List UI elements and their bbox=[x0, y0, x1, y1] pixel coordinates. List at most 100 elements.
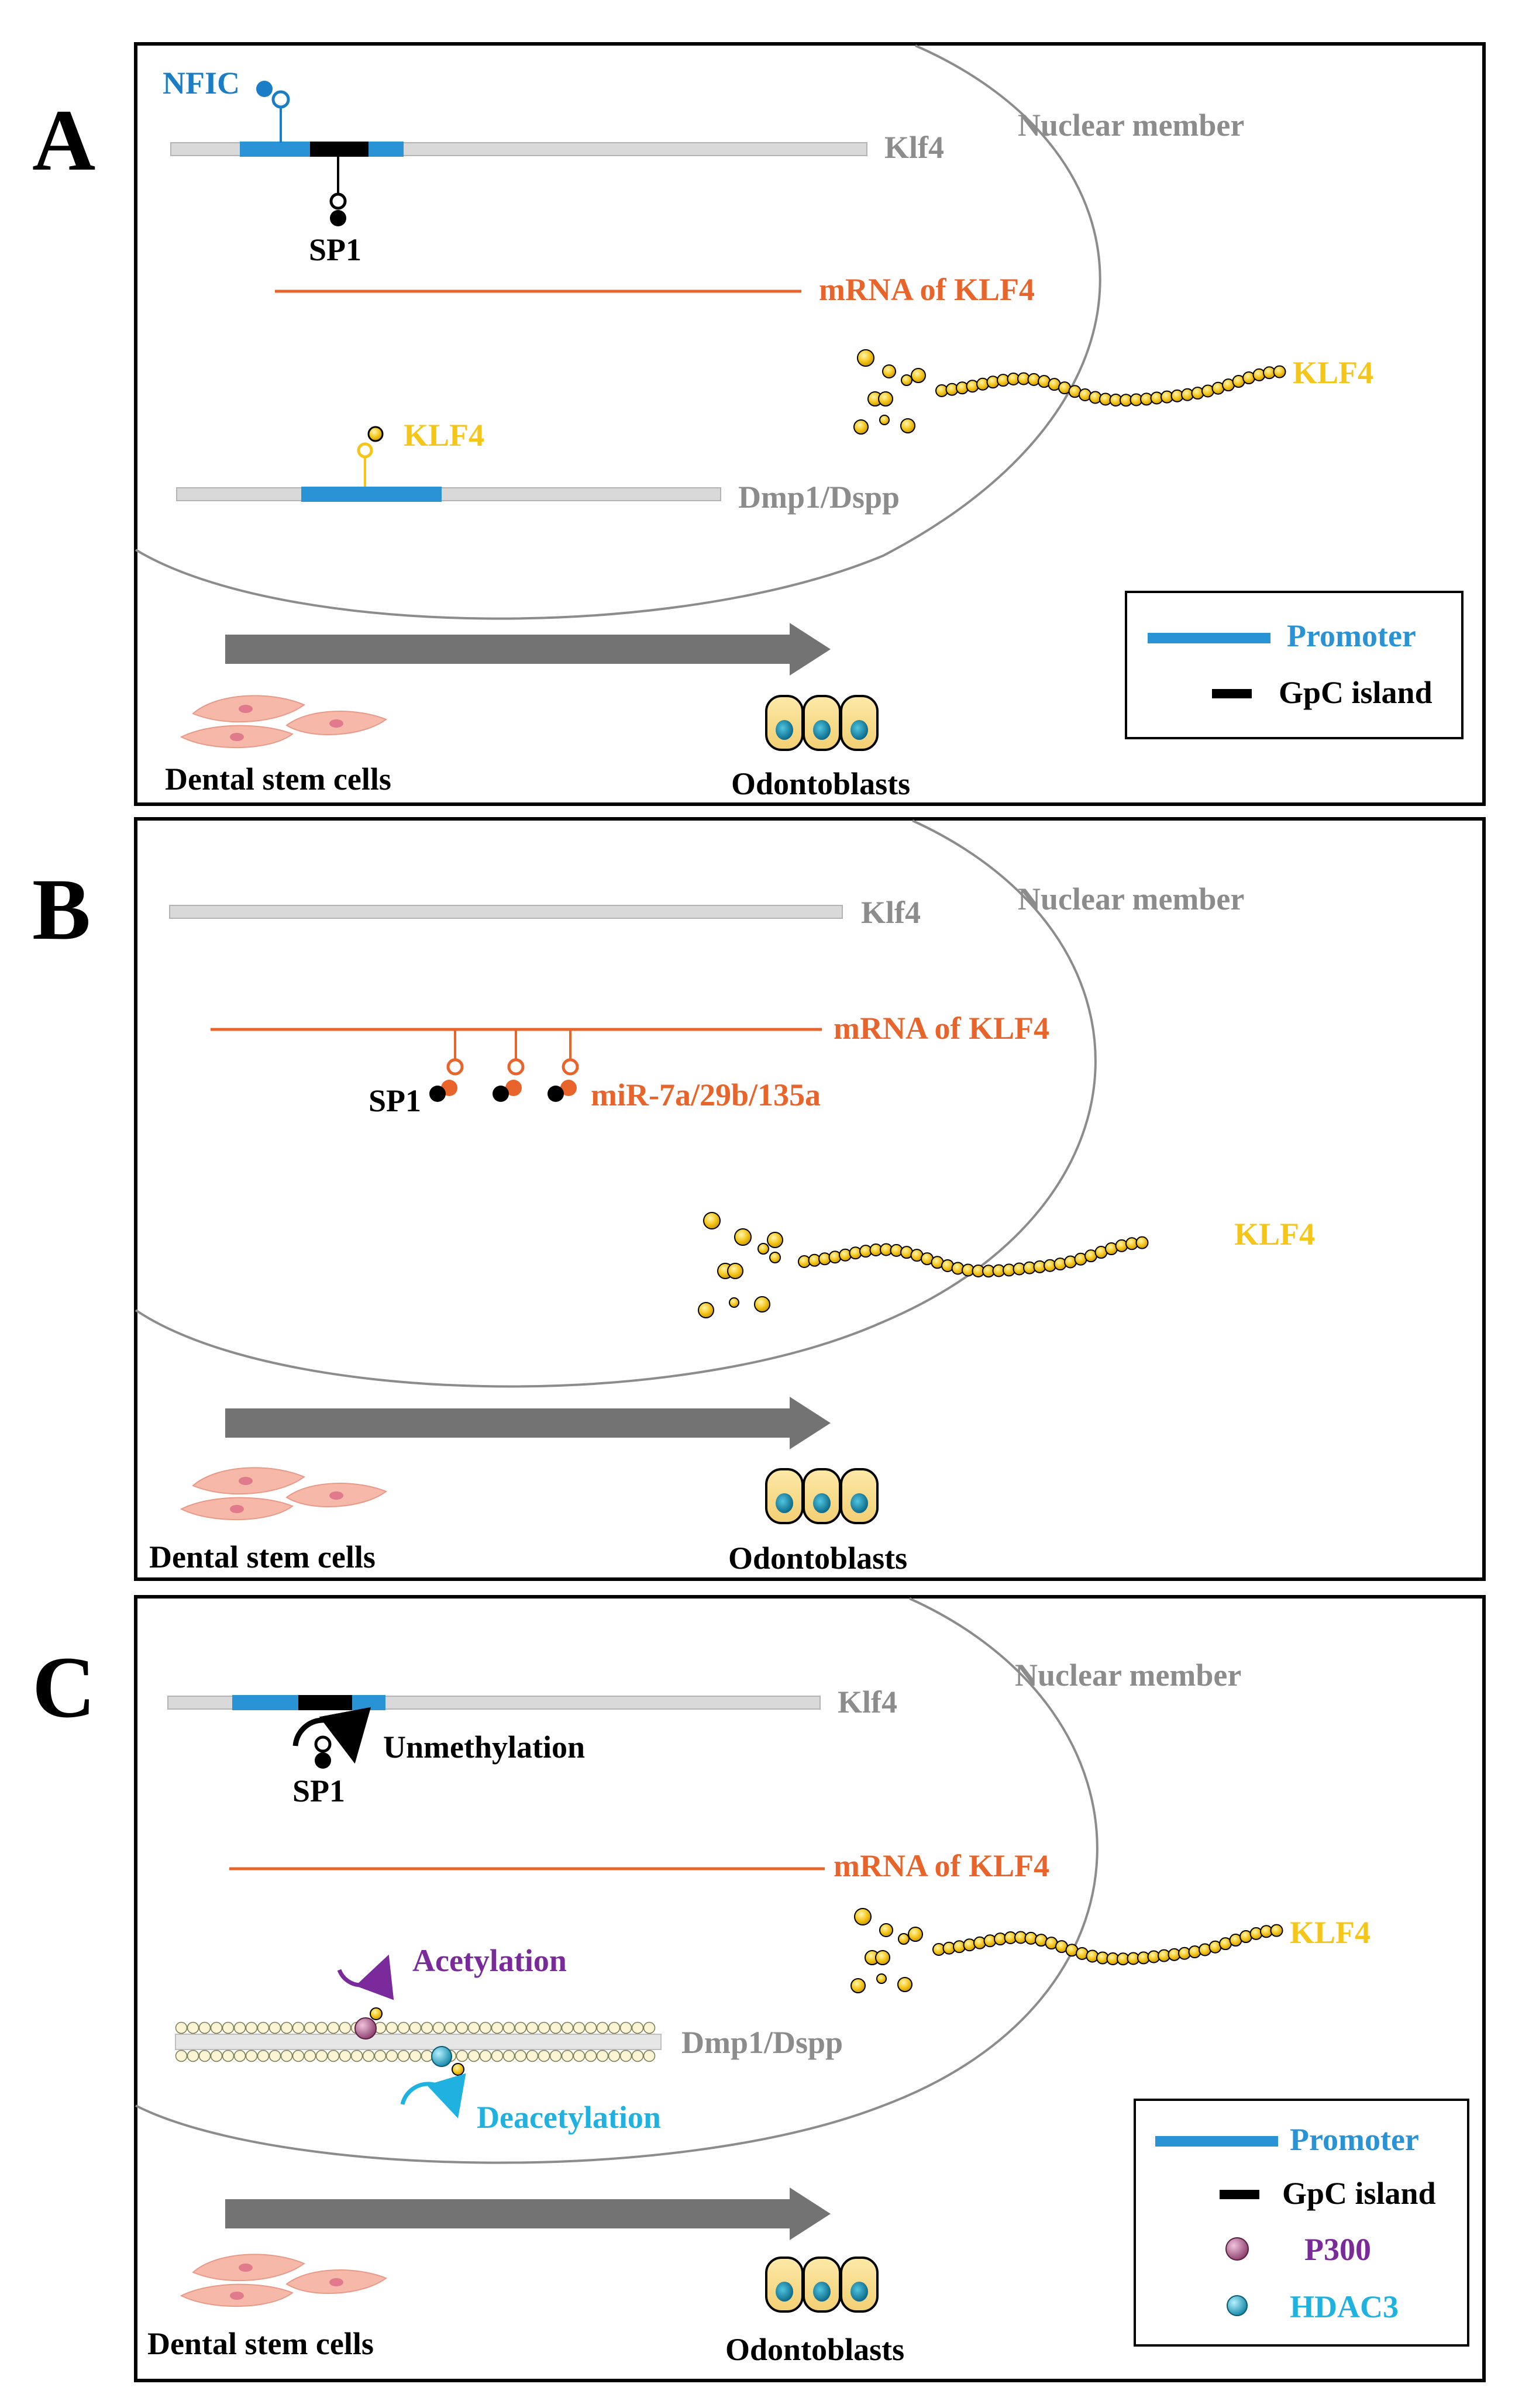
sp1-icon-b2 bbox=[493, 1086, 509, 1102]
bilayer-bead bbox=[198, 2021, 211, 2034]
bilayer-top-row bbox=[175, 2021, 656, 2034]
legend-promoter-label-c: Promoter bbox=[1290, 2122, 1419, 2157]
odontoblasts-label-b: Odontoblasts bbox=[728, 1541, 907, 1576]
nuclear-membrane-b bbox=[135, 819, 1097, 1388]
klf4-gene-label-c: Klf4 bbox=[838, 1684, 897, 1720]
nuclear-membrane-a bbox=[135, 44, 1101, 620]
bilayer-bead bbox=[573, 2021, 586, 2034]
bilayer-bead bbox=[549, 2049, 562, 2062]
bilayer-bead bbox=[584, 2049, 597, 2062]
bilayer-bead bbox=[619, 2049, 632, 2062]
dmp1-promoter-a bbox=[301, 487, 442, 502]
klf4-gene-label-b: Klf4 bbox=[861, 895, 921, 930]
amino-acid-bead bbox=[1252, 368, 1266, 381]
bilayer-bead bbox=[327, 2049, 340, 2062]
klf4-gene-bar-b bbox=[169, 905, 843, 919]
mirna-icon-2 bbox=[505, 1080, 522, 1096]
mirna-icon-3 bbox=[560, 1080, 577, 1096]
bilayer-bead bbox=[573, 2049, 586, 2062]
legend-gpc-swatch-a bbox=[1212, 689, 1252, 698]
sp1-binding-site-c bbox=[314, 1735, 332, 1753]
legend-hdac3-swatch bbox=[1227, 2295, 1248, 2316]
dmp1-gene-label-c: Dmp1/Dspp bbox=[681, 2025, 843, 2060]
bilayer-bead bbox=[233, 2049, 246, 2062]
bilayer-bead bbox=[257, 2049, 270, 2062]
amino-acid-bead bbox=[839, 1248, 852, 1262]
klf4-protein-c bbox=[850, 1908, 1283, 1993]
klf4-protein-label-c: KLF4 bbox=[1290, 1915, 1371, 1950]
bilayer-bead bbox=[292, 2049, 305, 2062]
klf4-peptide-chain-c bbox=[932, 1924, 1283, 1966]
odontoblasts-label-c: Odontoblasts bbox=[725, 2332, 904, 2367]
sp1-protein-icon-a bbox=[330, 210, 346, 226]
amino-acid-bead bbox=[1249, 1927, 1263, 1940]
sp1-icon-b3 bbox=[547, 1086, 564, 1102]
nuclear-member-label-b: Nuclear member bbox=[1018, 881, 1244, 917]
bilayer-bead bbox=[397, 2049, 410, 2062]
nfic-protein-icon bbox=[256, 81, 273, 97]
sp1-icon-b1 bbox=[429, 1086, 446, 1102]
amino-acid-bead bbox=[966, 380, 979, 393]
klf4-protein-a bbox=[853, 349, 1286, 435]
gpc-island-c bbox=[298, 1695, 352, 1710]
bilayer-bead bbox=[514, 2049, 527, 2062]
bilayer-bead bbox=[491, 2021, 504, 2034]
nuclear-member-label-a: Nuclear member bbox=[1018, 108, 1244, 143]
dental-stem-cells-icon-b bbox=[180, 1467, 388, 1521]
amino-acid-bead bbox=[1053, 1258, 1067, 1271]
bilayer-bead bbox=[479, 2021, 492, 2034]
bilayer-bead bbox=[385, 2049, 398, 2062]
bilayer-bead bbox=[198, 2049, 211, 2062]
amino-acid-bead bbox=[1188, 1945, 1201, 1959]
bilayer-bead bbox=[222, 2049, 235, 2062]
bilayer-bead bbox=[339, 2021, 352, 2034]
bilayer-bead bbox=[502, 2049, 515, 2062]
unmethylation-arrow-icon bbox=[292, 1707, 371, 1764]
deacetyl-group-icon bbox=[452, 2063, 464, 2076]
klf4-protein-label-a: KLF4 bbox=[1293, 355, 1373, 390]
bilayer-bead bbox=[479, 2049, 492, 2062]
bilayer-bead bbox=[374, 2049, 387, 2062]
mrna-label-b: mRNA of KLF4 bbox=[834, 1011, 1049, 1046]
unmethylation-label: Unmethylation bbox=[383, 1730, 585, 1765]
sp1-label-a: SP1 bbox=[309, 232, 361, 267]
nuclear-membrane-c bbox=[135, 1597, 1099, 2164]
acetylation-arrow-icon bbox=[337, 1954, 394, 2000]
chromatin-bilayer bbox=[175, 2021, 662, 2062]
bilayer-bead bbox=[362, 2049, 375, 2062]
amino-acid-bead bbox=[1024, 1931, 1038, 1945]
deacetylation-arrow-icon bbox=[400, 2073, 466, 2118]
odontoblasts-icon-c bbox=[765, 2257, 879, 2313]
bilayer-bead bbox=[643, 2049, 656, 2062]
bilayer-bead bbox=[514, 2021, 527, 2034]
acetyl-group-icon bbox=[370, 2007, 383, 2020]
nfic-label: NFIC bbox=[163, 66, 240, 101]
bilayer-bead bbox=[596, 2021, 609, 2034]
bilayer-bead bbox=[561, 2049, 574, 2062]
bilayer-bead bbox=[304, 2021, 316, 2034]
bilayer-bead bbox=[210, 2021, 223, 2034]
bilayer-bead bbox=[421, 2021, 433, 2034]
bilayer-bead bbox=[421, 2049, 433, 2062]
panel-b: B Nuclear member Klf4 mRNA of KLF4 SP1 m… bbox=[32, 817, 1486, 1581]
bilayer-bead bbox=[467, 2049, 480, 2062]
acetylation-label: Acetylation bbox=[412, 1943, 567, 1978]
legend-hdac3-label: HDAC3 bbox=[1290, 2289, 1399, 2324]
bilayer-bead bbox=[327, 2021, 340, 2034]
hdac3-enzyme-icon bbox=[431, 2046, 452, 2067]
bilayer-bead bbox=[210, 2049, 223, 2062]
bilayer-bead bbox=[187, 2021, 199, 2034]
bilayer-bead bbox=[409, 2021, 422, 2034]
klf4-gene-label-a: Klf4 bbox=[884, 130, 944, 165]
bilayer-bead bbox=[385, 2021, 398, 2034]
klf4-protein-label-b: KLF4 bbox=[1234, 1217, 1315, 1252]
mirna-label: miR-7a/29b/135a bbox=[591, 1077, 821, 1112]
dmp1-gene-bar-a bbox=[176, 487, 721, 501]
deacetylation-label: Deacetylation bbox=[477, 2100, 661, 2135]
nuclear-member-label-c: Nuclear member bbox=[1015, 1658, 1241, 1693]
bilayer-bead bbox=[432, 2021, 445, 2034]
gpc-island-a bbox=[310, 142, 369, 157]
amino-acid-bead bbox=[1191, 387, 1204, 400]
bilayer-bead bbox=[631, 2021, 644, 2034]
legend-gpc-label-a: GpC island bbox=[1279, 675, 1433, 710]
